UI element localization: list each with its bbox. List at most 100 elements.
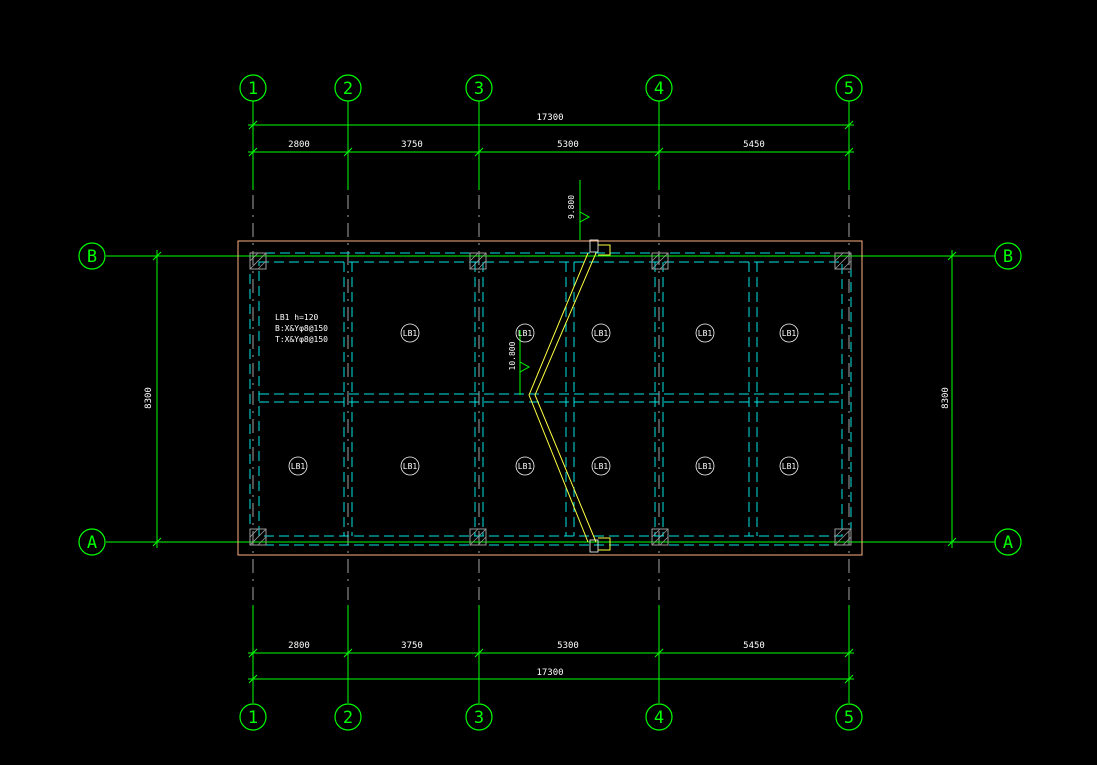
- slab-outline: [237, 240, 863, 556]
- column-hatch: [257, 536, 267, 546]
- circle-icon: [645, 74, 673, 102]
- slab-label-circle: [779, 456, 799, 476]
- slab-outline-rect: [237, 240, 863, 556]
- stair-edge: [534, 252, 597, 543]
- column-hatch: [469, 528, 487, 546]
- slab-note-line2: B:X&Yφ8@150: [275, 324, 328, 333]
- stair-post: [589, 239, 599, 253]
- dimension-tick: [844, 147, 854, 157]
- elevation-upper: 9.800: [567, 195, 576, 219]
- column-hatch: [249, 252, 259, 262]
- column-hatch: [834, 252, 852, 270]
- column-hatch: [477, 260, 487, 270]
- dimension-tick: [248, 147, 258, 157]
- circle-icon: [835, 74, 863, 102]
- slab-label-circle: [695, 456, 715, 476]
- slab-label-circle: [591, 456, 611, 476]
- bottom-total-dimension: 17300: [536, 668, 563, 678]
- right-height-dimension: 8300: [941, 387, 951, 409]
- slab-note-line3: T:X&Yφ8@150: [275, 335, 328, 344]
- axis-label: 3: [474, 79, 484, 99]
- column-hatch: [249, 252, 267, 270]
- column-hatch: [834, 528, 844, 538]
- circle-icon: [645, 703, 673, 731]
- dimension-tick: [844, 120, 854, 130]
- axis-label: B: [1003, 247, 1013, 267]
- column-hatch: [651, 252, 669, 270]
- circle-icon: [994, 528, 1022, 556]
- column-hatch: [257, 260, 267, 270]
- dimension-tick: [474, 648, 484, 658]
- top-total-dimension: 17300: [536, 113, 563, 123]
- slab-label-circle: [779, 323, 799, 343]
- slab-label: LB1: [403, 329, 418, 338]
- dimension-tick: [343, 147, 353, 157]
- column-hatch: [469, 528, 479, 538]
- slab-label: LB1: [403, 462, 418, 471]
- stair-landing: [598, 244, 611, 256]
- column-hatch: [659, 536, 669, 546]
- circle-icon: [239, 703, 267, 731]
- slab-note-line1: LB1 h=120: [275, 313, 319, 322]
- column-hatch: [469, 252, 479, 262]
- column-hatch: [834, 252, 844, 262]
- circle-icon: [835, 703, 863, 731]
- axis-label: 5: [844, 79, 854, 99]
- axis-label: A: [1003, 533, 1013, 553]
- axis-label: 4: [654, 708, 664, 728]
- slab-label-circle: [515, 456, 535, 476]
- top-span-dimension: 3750: [401, 140, 423, 150]
- slab-label: LB1: [291, 462, 306, 471]
- bottom-span-dimension: 5450: [743, 641, 765, 651]
- column-hatch: [651, 252, 661, 262]
- axis-label: 2: [343, 79, 353, 99]
- axis-label: 3: [474, 708, 484, 728]
- column-hatch: [651, 528, 661, 538]
- column-hatch: [249, 528, 259, 538]
- slab-label: LB1: [782, 329, 797, 338]
- triangle-icon: [579, 211, 591, 223]
- slab-label: LB1: [594, 462, 609, 471]
- top-span-dimension: 2800: [288, 140, 310, 150]
- axis-label: 1: [248, 708, 258, 728]
- circle-icon: [334, 703, 362, 731]
- slab-label-circle: [400, 323, 420, 343]
- perimeter-beam: [258, 261, 843, 537]
- dimension-tick: [654, 147, 664, 157]
- columns: [249, 252, 852, 546]
- stair-edge: [528, 252, 589, 543]
- top-span-dimension: 5300: [557, 140, 579, 150]
- column-hatch: [469, 252, 487, 270]
- dimension-tick: [844, 648, 854, 658]
- beam-lines: [249, 252, 852, 546]
- elevation-middle: 10.800: [508, 341, 517, 370]
- dimension-lines: [152, 120, 957, 684]
- axis-label: A: [87, 533, 97, 553]
- dimension-tick: [248, 648, 258, 658]
- dimension-tick: [343, 648, 353, 658]
- axis-label: B: [87, 247, 97, 267]
- column-hatch: [659, 260, 669, 270]
- perimeter-beam: [249, 252, 852, 546]
- triangle-icon: [519, 361, 531, 373]
- slab-label-circle: [288, 456, 308, 476]
- dimension-tick: [152, 251, 162, 261]
- stair-opening: [519, 180, 611, 553]
- dimension-tick: [654, 648, 664, 658]
- dimension-tick: [474, 147, 484, 157]
- slab-label-circle: [515, 323, 535, 343]
- bottom-span-dimension: 5300: [557, 641, 579, 651]
- dimension-tick: [152, 537, 162, 547]
- column-hatch: [842, 260, 852, 270]
- column-hatch: [249, 528, 267, 546]
- axis-label: 1: [248, 79, 258, 99]
- slab-label: LB1: [698, 462, 713, 471]
- stair-post: [589, 539, 599, 553]
- column-hatch: [834, 528, 852, 546]
- circle-icon: [334, 74, 362, 102]
- axis-label: 2: [343, 708, 353, 728]
- axis-label: 5: [844, 708, 854, 728]
